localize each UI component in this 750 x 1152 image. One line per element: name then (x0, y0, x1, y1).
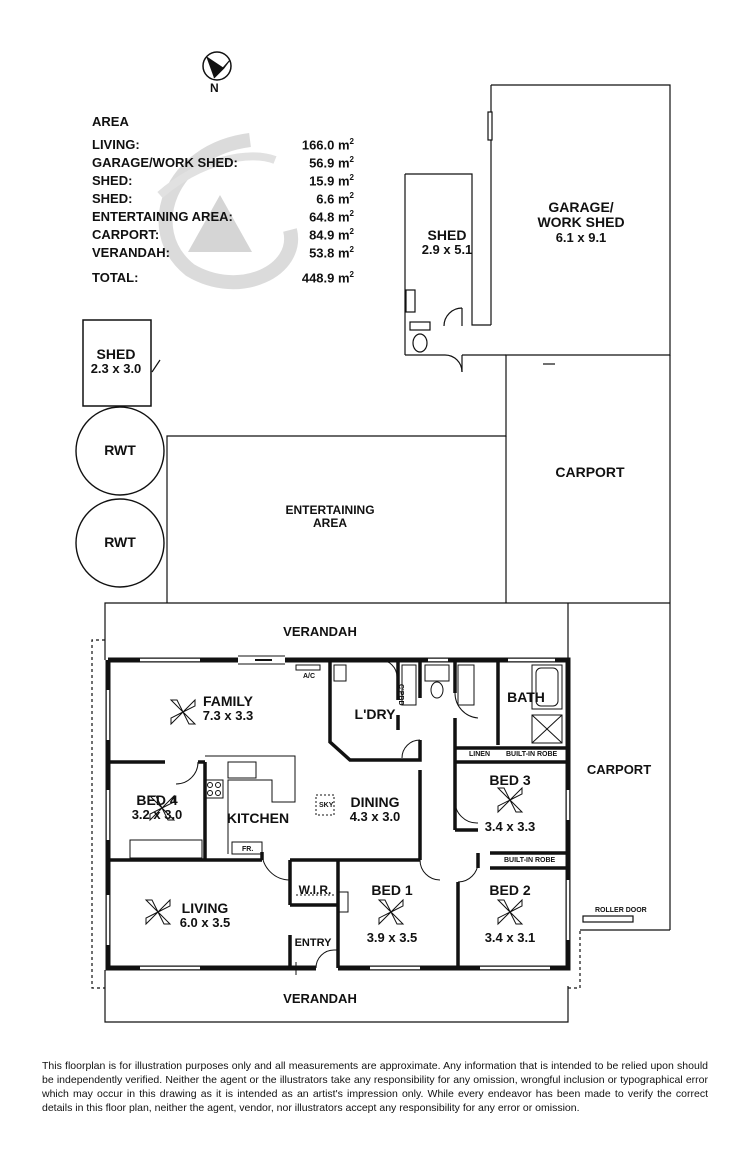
room-label-bed-2: BED 2 (489, 882, 531, 898)
room-label-verandah-bottom: VERANDAH (283, 991, 357, 1006)
room-label-kitchen: KITCHEN (226, 810, 290, 826)
area-unit-sup: 2 (349, 209, 354, 218)
area-value: 448.9 m (301, 270, 350, 286)
room-label-bed-3: BED 3 (489, 772, 531, 788)
area-label: SHED: (92, 191, 133, 206)
area-label: ENTERTAINING AREA: (92, 209, 233, 224)
area-label: CARPORT: (92, 227, 160, 242)
skylight-label: SKY (319, 802, 334, 809)
area-value: 64.8 m (309, 209, 350, 225)
area-unit-sup: 2 (349, 270, 354, 279)
room-label-bed-4: BED 4 3.2 x 3.0 (131, 792, 183, 823)
room-label-shed-large: SHED 2.9 x 5.1 (421, 227, 473, 258)
area-unit-sup: 2 (349, 137, 354, 146)
room-label-bath: BATH (507, 689, 545, 705)
room-label-entry: ENTRY (294, 937, 332, 949)
room-label-rwt-2: RWT (104, 534, 136, 550)
area-label: TOTAL: (92, 270, 139, 285)
compass-icon (202, 51, 232, 81)
room-label-living: LIVING 6.0 x 3.5 (179, 900, 231, 931)
room-label-bed-1: BED 1 (371, 882, 413, 898)
room-label-shed-small: SHED 2.3 x 3.0 (90, 346, 142, 377)
compass-north-label: N (210, 81, 219, 95)
room-label-rwt-1: RWT (104, 442, 136, 458)
area-label: GARAGE/WORK SHED: (92, 155, 238, 170)
area-unit-sup: 2 (349, 245, 354, 254)
room-label-bed-3-dims: 3.4 x 3.3 (484, 819, 536, 834)
area-label: SHED: (92, 173, 133, 188)
area-row-total: TOTAL: 448.9 m2 (92, 270, 354, 288)
room-label-verandah-top: VERANDAH (283, 624, 357, 639)
linen-label: LINEN (469, 751, 490, 758)
area-table-title: AREA (92, 114, 129, 129)
area-value: 15.9 m (309, 173, 350, 189)
area-value: 6.6 m (316, 191, 350, 207)
area-value: 56.9 m (309, 155, 350, 171)
room-label-garage: GARAGE/ WORK SHED 6.1 x 9.1 (537, 199, 625, 245)
area-row-shed-2: SHED: 6.6 m2 (92, 191, 354, 209)
room-label-carport-top: CARPORT (555, 464, 625, 480)
area-row-verandah: VERANDAH: 53.8 m2 (92, 245, 354, 263)
room-label-dining: DINING 4.3 x 3.0 (349, 794, 401, 825)
area-label: LIVING: (92, 137, 140, 152)
area-row-entertaining: ENTERTAINING AREA: 64.8 m2 (92, 209, 354, 227)
room-label-laundry: L'DRY (354, 706, 396, 722)
cupboard-label: C'PBD (397, 684, 404, 706)
area-row-living: LIVING: 166.0 m2 (92, 137, 354, 155)
room-label-entertaining: ENTERTAINING AREA (285, 503, 375, 531)
fridge-label: FR. (242, 846, 254, 853)
room-label-family: FAMILY 7.3 x 3.3 (202, 693, 254, 724)
area-row-carport: CARPORT: 84.9 m2 (92, 227, 354, 245)
area-label: VERANDAH: (92, 245, 170, 260)
area-unit-sup: 2 (349, 191, 354, 200)
area-value: 84.9 m (309, 227, 350, 243)
room-label-wir: W.I.R. (298, 883, 332, 897)
ceiling-fan-icon (169, 698, 197, 726)
watermark-logo (157, 133, 299, 290)
roller-door-label: ROLLER DOOR (595, 907, 647, 914)
room-label-carport-side: CARPORT (586, 762, 652, 777)
area-value: 53.8 m (309, 245, 350, 261)
area-row-garage: GARAGE/WORK SHED: 56.9 m2 (92, 155, 354, 173)
built-in-robe-label: BUILT-IN ROBE (504, 857, 556, 864)
area-unit-sup: 2 (349, 155, 354, 164)
built-in-robe-label: BUILT-IN ROBE (506, 751, 558, 758)
area-value: 166.0 m (301, 137, 350, 153)
ac-label: A/C (303, 673, 316, 680)
area-unit-sup: 2 (349, 227, 354, 236)
room-label-bed-1-dims: 3.9 x 3.5 (366, 930, 418, 945)
disclaimer-text: This floorplan is for illustration purpo… (42, 1060, 708, 1114)
room-label-bed-2-dims: 3.4 x 3.1 (484, 930, 536, 945)
area-row-shed-1: SHED: 15.9 m2 (92, 173, 354, 191)
area-unit-sup: 2 (349, 173, 354, 182)
